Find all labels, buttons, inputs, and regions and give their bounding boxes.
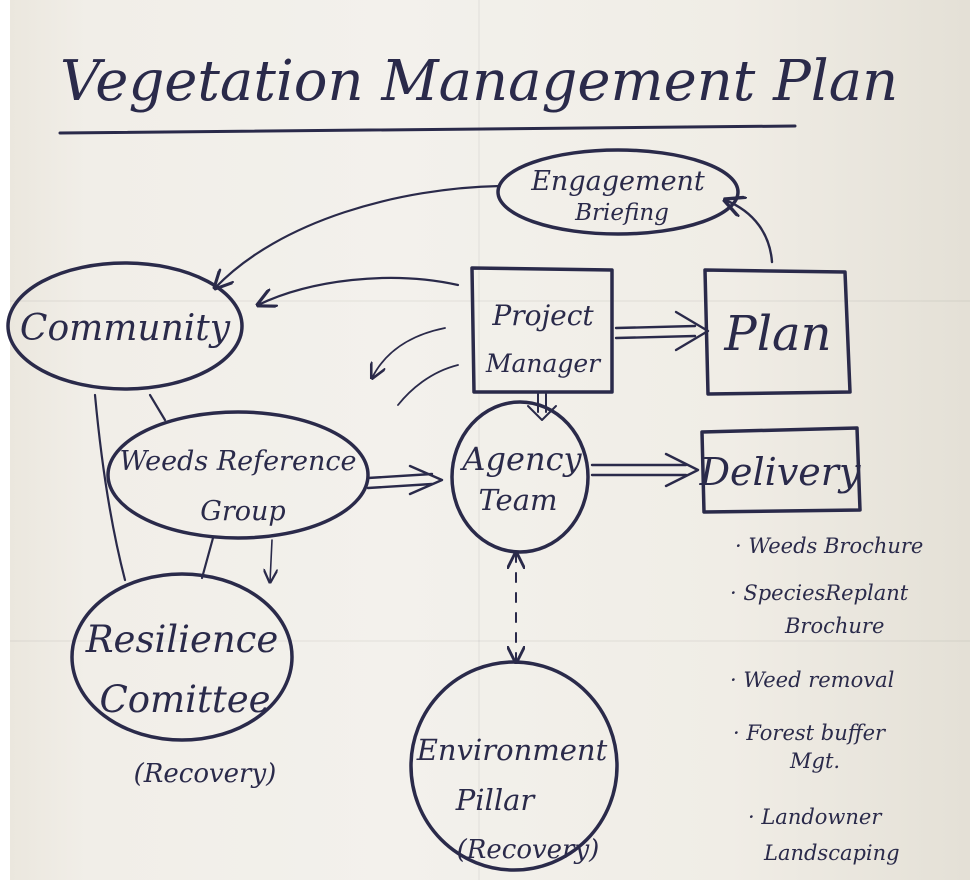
engagement-briefing-node xyxy=(496,148,740,236)
manager-to-agency-double-arrow xyxy=(537,393,547,413)
engagement-label-line-2: Briefing xyxy=(574,200,669,226)
resilience-recovery-note: (Recovery) xyxy=(134,759,277,789)
plan-label: Plan xyxy=(723,306,831,362)
resilience-label-line-1: Resilience xyxy=(85,618,279,661)
community-to-weeds-line xyxy=(148,393,167,422)
manager-outgoing-arrow-small xyxy=(372,327,446,378)
paper-sheet xyxy=(10,0,970,880)
agency-to-delivery-arrowhead xyxy=(664,452,700,488)
weeds-reference-group-node xyxy=(106,410,370,540)
deliverable-item: · Weed removal xyxy=(730,668,894,692)
resilience-label-line-2: Comittee xyxy=(99,678,270,721)
plan-node xyxy=(703,268,852,396)
deliverable-item: Landscaping xyxy=(763,841,900,865)
community-label: Community xyxy=(20,308,231,349)
weeds-group-label-line-1: Weeds Reference xyxy=(120,446,357,477)
weeds-to-resilience-arrow xyxy=(270,539,272,582)
community-to-resilience-line xyxy=(93,393,127,582)
weeds-to-agency-arrowhead xyxy=(408,464,444,496)
community-node xyxy=(6,261,244,391)
weeds-to-resilience-line xyxy=(200,536,215,580)
deliverable-item: · Landowner xyxy=(748,805,883,829)
environment-label-line-2: Pillar xyxy=(455,783,537,817)
project-manager-label-line-1: Project xyxy=(491,299,594,332)
agency-to-delivery-double-arrow xyxy=(590,463,688,477)
project-manager-label-line-2: Manager xyxy=(485,349,602,378)
manager-to-agency-arrowhead xyxy=(527,405,557,421)
deliverable-item: · SpeciesReplant xyxy=(730,581,909,605)
resilience-committee-node xyxy=(70,572,294,742)
plan-to-engagement-arrow xyxy=(725,200,774,264)
deliverable-item: Mgt. xyxy=(789,749,840,773)
delivery-label: Delivery xyxy=(699,450,861,494)
agency-team-label-line-2: Team xyxy=(478,483,557,517)
agency-team-label-line-1: Agency xyxy=(459,440,582,478)
manager-to-community-arrow xyxy=(258,276,460,305)
manager-outgoing-stroke xyxy=(397,364,459,406)
weeds-group-label-line-2: Group xyxy=(200,496,285,527)
manager-to-plan-arrowhead xyxy=(674,310,710,352)
engagement-to-community-arrow xyxy=(215,184,502,288)
title-underline xyxy=(58,124,797,135)
environment-label-line-1: Environment xyxy=(416,733,608,767)
delivery-node xyxy=(700,426,862,514)
manager-to-plan-double-arrow xyxy=(614,324,697,340)
environment-recovery-note: (Recovery) xyxy=(457,835,600,865)
deliverable-item: · Weeds Brochure xyxy=(735,534,923,558)
weeds-to-agency-double-arrow xyxy=(366,472,434,490)
engagement-label-line-1: Engagement xyxy=(530,166,705,197)
deliverable-item: Brochure xyxy=(784,614,884,638)
deliverable-item: · Forest buffer xyxy=(733,721,887,745)
project-manager-node xyxy=(470,266,614,394)
diagram-title: Vegetation Management Plan xyxy=(60,49,898,114)
